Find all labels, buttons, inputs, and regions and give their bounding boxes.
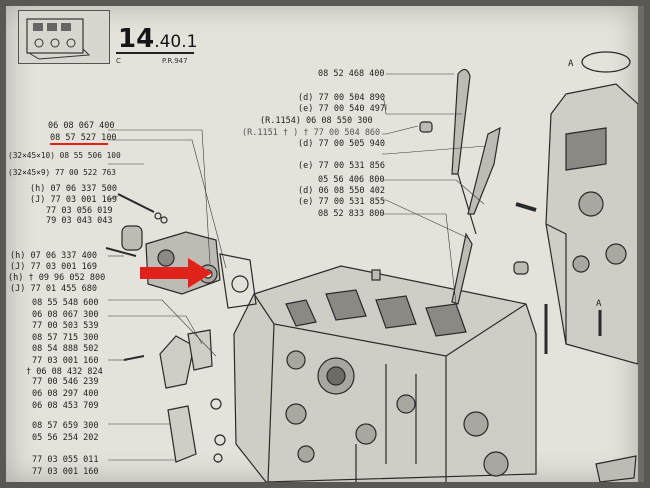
part-number: 05 56 406 800 xyxy=(318,175,385,185)
part-number: (R.1151 † ) † 77 00 504 860 xyxy=(242,128,381,138)
engine-thumbnail xyxy=(18,10,110,64)
part-number: 06 08 453 709 xyxy=(32,401,99,411)
part-number: 08 52 468 400 xyxy=(318,69,385,79)
section-sub: .40.1 xyxy=(154,32,198,52)
part-number: 06 08 067 300 xyxy=(32,310,99,320)
part-number: 08 55 548 600 xyxy=(32,298,99,308)
part-number: (h) 07 06 337 500 xyxy=(30,184,117,194)
part-number: (R.1154) 06 08 550 300 xyxy=(260,116,373,126)
part-number: 79 03 043 043 xyxy=(46,216,113,226)
header-rule xyxy=(116,52,194,54)
part-number: (e) 77 00 531 856 xyxy=(298,161,385,171)
highlight-underline xyxy=(50,143,108,145)
part-number: 08 52 833 800 xyxy=(318,209,385,219)
part-number: (e) 77 00 531 855 xyxy=(298,197,385,207)
engine-block-illustration xyxy=(105,51,638,482)
part-number: 77 00 503 539 xyxy=(32,321,99,331)
part-number: (d) 06 08 550 402 xyxy=(298,186,385,196)
view-label-mid: A xyxy=(596,299,602,309)
part-number: † 06 08 432 824 xyxy=(26,367,103,377)
part-number: (J) 77 03 001 169 xyxy=(10,262,97,272)
part-number: (32×45×10) 08 55 506 100 xyxy=(8,151,121,160)
part-number: 77 00 546 239 xyxy=(32,377,99,387)
exploded-view-drawing xyxy=(105,51,638,482)
section-number: 14.40.1 xyxy=(118,24,197,54)
part-number: (h) † 09 96 052 800 xyxy=(8,273,106,283)
part-number: 77 03 055 011 xyxy=(32,455,99,465)
part-number: 08 57 659 300 xyxy=(32,421,99,431)
part-number: 08 57 715 300 xyxy=(32,333,99,343)
engine-thumbnail-icon xyxy=(26,18,91,60)
red-arrow-icon xyxy=(140,258,212,288)
part-number: 06 08 067 400 xyxy=(48,121,115,131)
leader-lines xyxy=(107,73,487,461)
part-number: (32×45×9) 77 00 522 763 xyxy=(8,168,116,177)
part-number: 77 03 001 160 xyxy=(32,467,99,477)
part-number: 08 54 888 502 xyxy=(32,344,99,354)
part-number: (d) 77 00 504 890 xyxy=(298,93,385,103)
part-number: 77 03 056 019 xyxy=(46,206,113,216)
view-label-top: A xyxy=(568,59,574,69)
catalog-page: 14.40.1 C P.R.947 xyxy=(6,4,638,482)
part-number: (h) 07 06 337 400 xyxy=(10,251,97,261)
header-letter: C xyxy=(116,57,121,65)
part-number: 05 56 254 202 xyxy=(32,433,99,443)
part-number: (e) 77 00 540 497 xyxy=(298,104,385,114)
part-number: (d) 77 00 505 940 xyxy=(298,139,385,149)
part-number: (J) 77 01 455 680 xyxy=(10,284,97,294)
part-number-highlighted: 08 57 527 100 xyxy=(50,133,117,143)
header-reference: P.R.947 xyxy=(162,57,188,65)
part-number: 77 03 001 160 xyxy=(32,356,99,366)
section-main: 14 xyxy=(118,24,155,54)
part-number: (J) 77 03 001 169 xyxy=(30,195,117,205)
part-number: 06 08 297 400 xyxy=(32,389,99,399)
